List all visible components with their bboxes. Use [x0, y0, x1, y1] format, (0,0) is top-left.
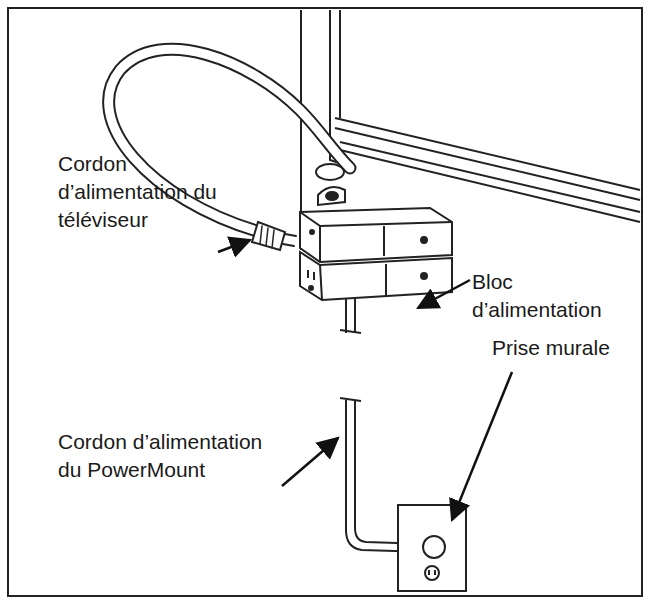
wall-outlet	[398, 505, 466, 591]
frame	[8, 8, 642, 596]
block-label: Bloc d’alimentation	[472, 268, 637, 324]
outlet-label: Prise murale	[492, 334, 637, 362]
leader-arrows	[218, 240, 512, 520]
power-block	[300, 208, 452, 300]
cord-label: Cordon d’alimentation du PowerMount	[58, 428, 278, 484]
cord-label: Cordon d’alimentation du téléviseur	[58, 150, 233, 234]
